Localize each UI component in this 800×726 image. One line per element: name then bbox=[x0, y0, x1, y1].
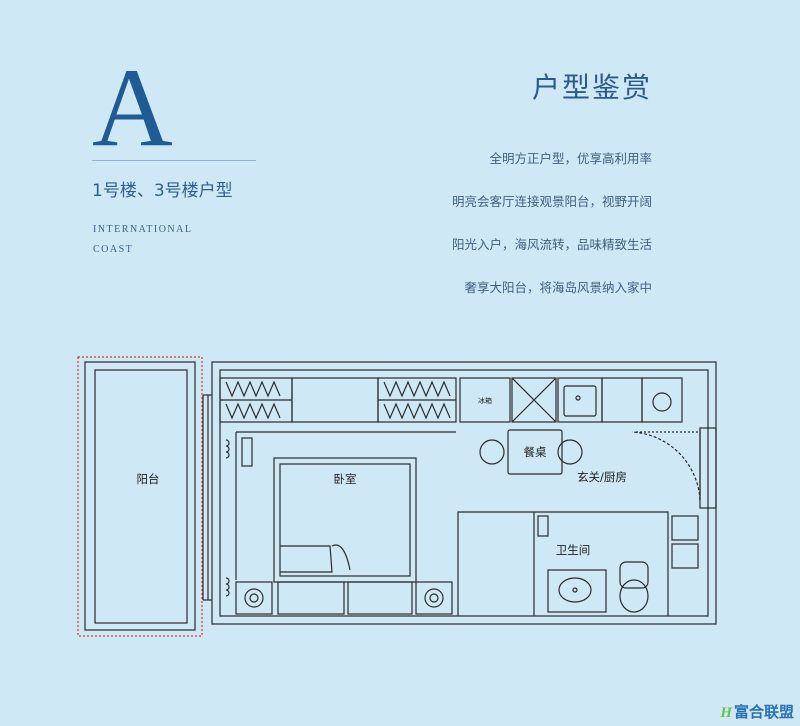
bathroom-sink bbox=[547, 569, 607, 613]
building-type-title: 1号楼、3号楼户型 bbox=[92, 181, 233, 201]
feature-item: 阳光入户，海风流转，品味精致生活 bbox=[451, 237, 652, 252]
bath-cabinet-bottom bbox=[671, 543, 699, 569]
unit-letter: A bbox=[92, 46, 173, 170]
logo-mark: H bbox=[720, 705, 732, 721]
feature-item: 全明方正户型，优享高利用率 bbox=[489, 151, 652, 166]
balcony-wall bbox=[84, 361, 196, 631]
feature-list: 全明方正户型，优享高利用率 明亮会客厅连接观景阳台，视野开阔 阳光入户，海风流转… bbox=[452, 137, 652, 309]
fridge-box bbox=[459, 377, 511, 423]
counter bbox=[601, 377, 643, 423]
toilet-bowl bbox=[619, 579, 649, 613]
outer-wall bbox=[211, 361, 717, 625]
fridge-label: 冰箱 bbox=[478, 396, 492, 405]
brand-line-1: INTERNATIONAL bbox=[93, 224, 193, 235]
nightstand-right bbox=[415, 581, 453, 615]
balcony-label: 阳台 bbox=[137, 472, 160, 486]
feature-item: 明亮会客厅连接观景阳台，视野开阔 bbox=[451, 194, 652, 209]
door-swing bbox=[631, 431, 701, 501]
bench-right bbox=[347, 581, 413, 615]
brand-line-2: COAST bbox=[93, 244, 134, 255]
balcony-inner bbox=[94, 369, 188, 624]
brand-text: INTERNATIONAL COAST bbox=[93, 220, 193, 260]
dining-chair-right bbox=[557, 439, 583, 465]
inner-wall bbox=[219, 369, 709, 617]
bathroom-label: 卫生间 bbox=[556, 543, 591, 557]
entry-kitchen-label: 玄关/厨房 bbox=[577, 470, 627, 484]
kitchen-cabinet bbox=[511, 377, 557, 423]
bed-blanket bbox=[280, 545, 333, 573]
section-heading: 户型鉴赏 bbox=[531, 71, 652, 104]
dining-table bbox=[507, 429, 563, 475]
balcony-outline bbox=[77, 356, 203, 637]
dining-chair-left bbox=[479, 439, 505, 465]
bed bbox=[273, 457, 417, 583]
dining-label: 餐桌 bbox=[524, 445, 547, 459]
bench-left bbox=[277, 581, 345, 615]
logo-text: 富合联盟 bbox=[733, 703, 794, 721]
bath-cabinet-top bbox=[671, 515, 699, 541]
bedroom-label: 卧室 bbox=[334, 472, 357, 486]
nightstand-left bbox=[235, 581, 273, 615]
feature-item: 奢享大阳台，将海岛风景纳入家中 bbox=[464, 280, 652, 295]
wall-cabinet bbox=[291, 377, 379, 423]
toilet-tank bbox=[619, 561, 649, 589]
washer bbox=[641, 377, 683, 423]
bathroom-wall bbox=[457, 511, 669, 616]
title-divider bbox=[92, 160, 256, 161]
